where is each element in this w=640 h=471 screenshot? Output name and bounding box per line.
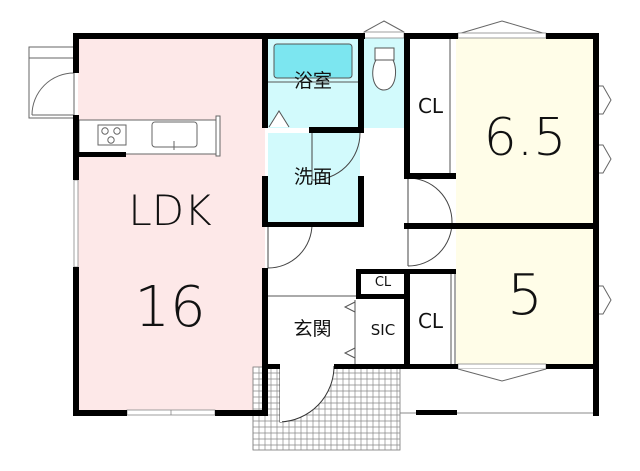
ldk-floor bbox=[78, 38, 265, 411]
toilet-icon bbox=[372, 47, 397, 91]
bedroom-6-5-floor bbox=[456, 38, 595, 226]
bathtub bbox=[273, 43, 353, 79]
kitchen-counter bbox=[78, 115, 221, 157]
room-closet-small-name: CL bbox=[374, 275, 392, 290]
washroom-floor bbox=[268, 133, 360, 223]
room-ldk-size: 16 bbox=[134, 275, 206, 340]
bedroom-5-floor bbox=[456, 229, 595, 366]
room-washroom-name: 洗面 bbox=[293, 166, 332, 188]
room-ldk-name: LDK bbox=[128, 186, 212, 235]
room-closet-right-name: CL bbox=[417, 309, 444, 333]
room-shoe-closet-name: SIC bbox=[370, 321, 396, 339]
room-closet-top-name: CL bbox=[417, 94, 444, 118]
room-bath-name: 浴室 bbox=[293, 70, 332, 92]
room-bedroom-5-size: 5 bbox=[507, 263, 543, 328]
room-entrance-name: 玄関 bbox=[293, 318, 332, 340]
ldk-side-door-area bbox=[28, 46, 75, 119]
entrance-door bbox=[279, 365, 335, 423]
room-bedroom-6-5-size: 6.5 bbox=[483, 108, 567, 168]
